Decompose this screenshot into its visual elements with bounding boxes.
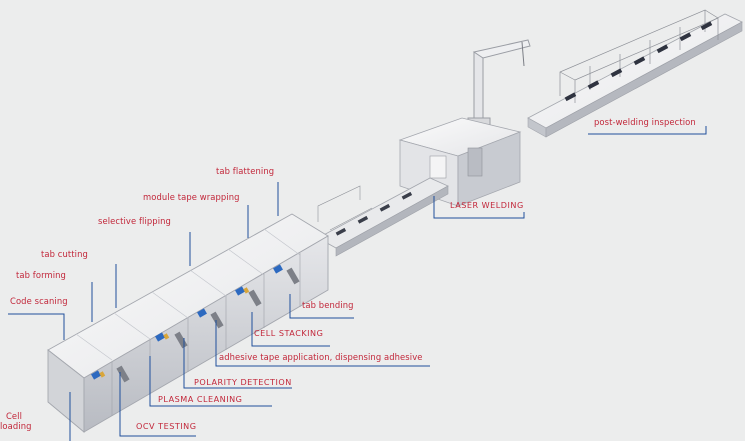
leader-cell-stacking: [251, 312, 330, 347]
leader-code-scaning: [8, 313, 65, 340]
label-polarity-detection: POLARITY DETECTION: [194, 377, 292, 387]
conveyor: [317, 177, 449, 257]
inspection-unit: [527, 9, 743, 138]
label-cell-stacking: CELL STACKING: [254, 328, 324, 338]
label-plasma-cleaning: PLASMA CLEANING: [158, 394, 243, 404]
label-tab-bending: tab bending: [302, 300, 354, 310]
leader-plasma: [149, 356, 272, 407]
leader-tab-bending: [289, 294, 354, 319]
label-code-scaning: Code scaning: [10, 296, 68, 306]
label-cell-loading: Cell loading: [0, 411, 32, 431]
label-tab-cutting: tab cutting: [41, 249, 88, 259]
label-post-welding-inspection: post-welding inspection: [594, 117, 696, 127]
leader-post-welding: [588, 126, 707, 135]
label-selective-flipping: selective flipping: [98, 216, 171, 226]
label-tab-forming: tab forming: [16, 270, 66, 280]
label-tab-flattening: tab flattening: [216, 166, 275, 176]
label-laser-welding: LASER WELDING: [450, 200, 524, 210]
leader-polarity: [183, 338, 292, 389]
main-line-body: [47, 213, 329, 433]
leader-laser-welding: [433, 196, 525, 219]
leader-lines: [8, 126, 707, 441]
leader-ocv: [119, 372, 196, 437]
leader-adhesive: [215, 320, 430, 367]
label-ocv-testing: OCV TESTING: [136, 421, 197, 431]
robot-arm: [467, 39, 531, 127]
label-module-tape-wrapping: module tape wrapping: [143, 192, 240, 202]
label-adhesive-tape: adhesive tape application, dispensing ad…: [219, 352, 423, 362]
